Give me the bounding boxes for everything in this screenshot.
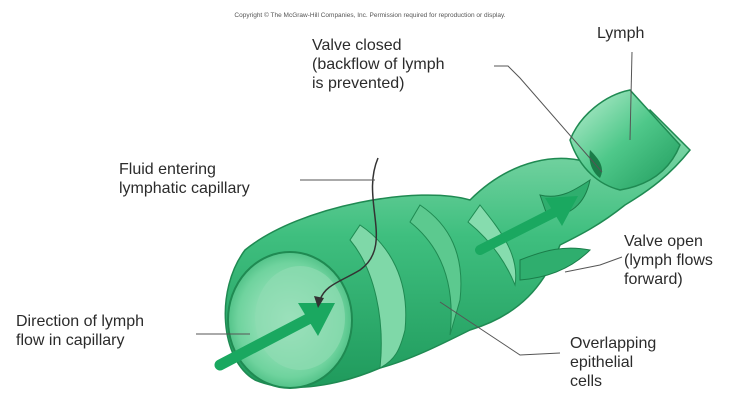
label-lymph: Lymph	[597, 24, 644, 43]
label-direction-of-flow: Direction of lymph flow in capillary	[16, 312, 144, 350]
label-valve-open: Valve open (lymph flows forward)	[624, 232, 713, 289]
label-fluid-entering: Fluid entering lymphatic capillary	[119, 160, 250, 198]
label-overlapping-cells: Overlapping epithelial cells	[570, 334, 656, 391]
label-valve-closed: Valve closed (backflow of lymph is preve…	[312, 36, 445, 93]
